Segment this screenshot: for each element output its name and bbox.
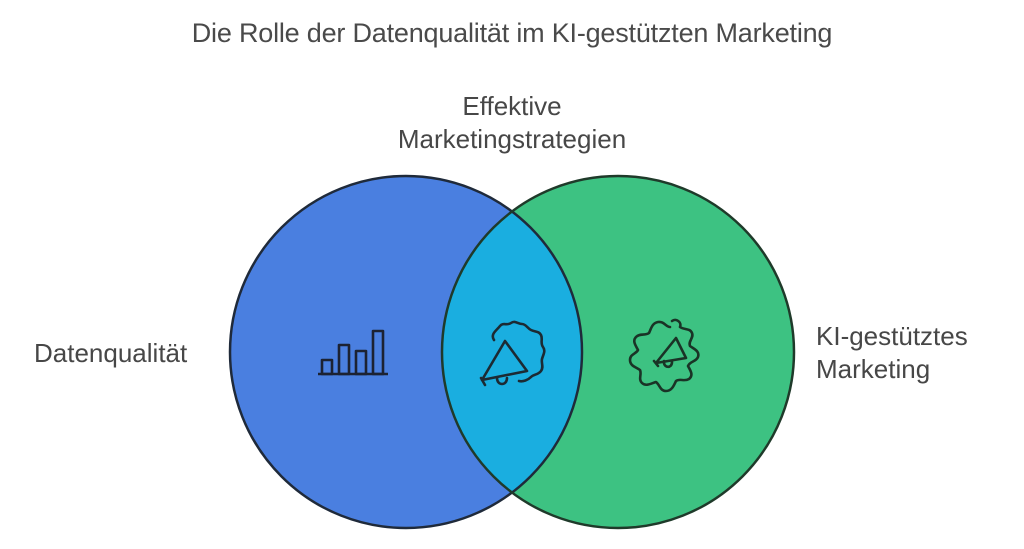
intersection-label: Effektive Marketingstrategien (362, 90, 662, 156)
badge-megaphone-icon (479, 320, 546, 387)
right-set-label-line2: Marketing (816, 354, 931, 384)
left-set-label: Datenqualität (34, 338, 188, 368)
bar-chart-icon (318, 329, 388, 376)
right-set-label: KI-gestütztes Marketing (816, 320, 968, 386)
intersection-region (442, 176, 582, 528)
intersection-label-line1: Effektive (462, 91, 562, 121)
gear-megaphone-icon (628, 318, 700, 393)
intersection-label-line2: Marketingstrategien (397, 124, 627, 154)
right-set-label-line1: KI-gestütztes (816, 321, 968, 351)
diagram-title: Die Rolle der Datenqualität im KI-gestüt… (191, 18, 833, 48)
